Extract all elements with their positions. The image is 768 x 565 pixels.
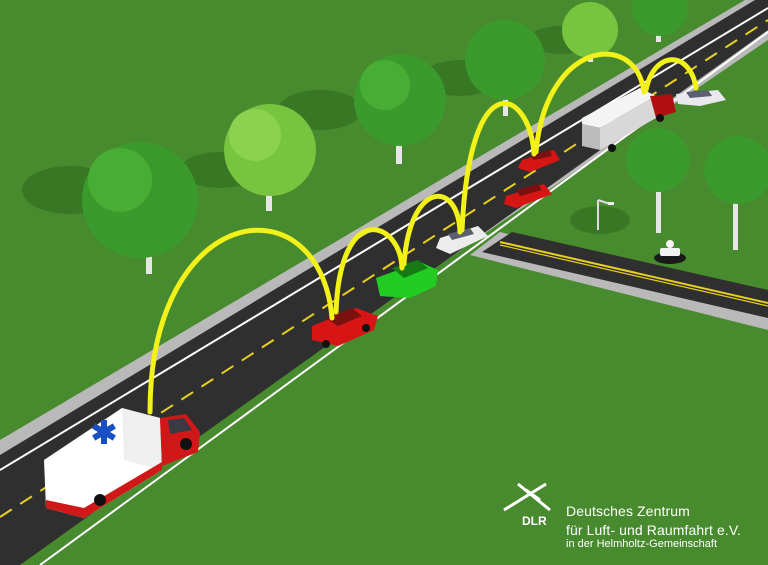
police-motorcycle <box>654 240 686 264</box>
ambulance <box>44 408 200 518</box>
logo-line-3: in der Helmholtz-Gemeinschaft <box>566 538 718 550</box>
star-of-life-icon <box>92 420 116 444</box>
tree-2 <box>224 104 316 211</box>
tree-5 <box>562 2 618 62</box>
tree-7 <box>626 128 690 233</box>
tree-6 <box>632 0 688 42</box>
tree-8 <box>704 136 768 250</box>
tree-3 <box>354 54 446 164</box>
link-arc-6 <box>643 57 699 93</box>
car-red-4 <box>518 150 560 172</box>
logo-line-2: für Luft- und Raumfahrt e.V. <box>566 522 742 538</box>
car-green <box>376 260 438 298</box>
police-car <box>676 90 726 106</box>
logo-line-1: Deutsches Zentrum <box>566 503 690 519</box>
dlr-logo-icon <box>503 482 551 512</box>
link-arc-3 <box>401 193 463 267</box>
communication-links <box>147 51 699 415</box>
dlr-logo: DLR Deutsches Zentrum für Luft- und Raum… <box>496 480 761 555</box>
logo-abbrev: DLR <box>522 514 547 528</box>
side-road-yellow-line <box>499 241 768 304</box>
tree-1 <box>82 142 198 274</box>
car-red-3 <box>504 184 552 208</box>
side-road-yellow-line-2 <box>499 244 768 307</box>
link-arc-5 <box>533 51 647 155</box>
street-lamp <box>597 199 614 230</box>
car-red-1 <box>312 308 378 348</box>
link-arc-1 <box>147 227 335 415</box>
lane-line-white-left <box>0 7 768 471</box>
link-arc-4 <box>459 100 537 233</box>
truck <box>582 88 676 152</box>
link-arc-2 <box>333 227 405 315</box>
